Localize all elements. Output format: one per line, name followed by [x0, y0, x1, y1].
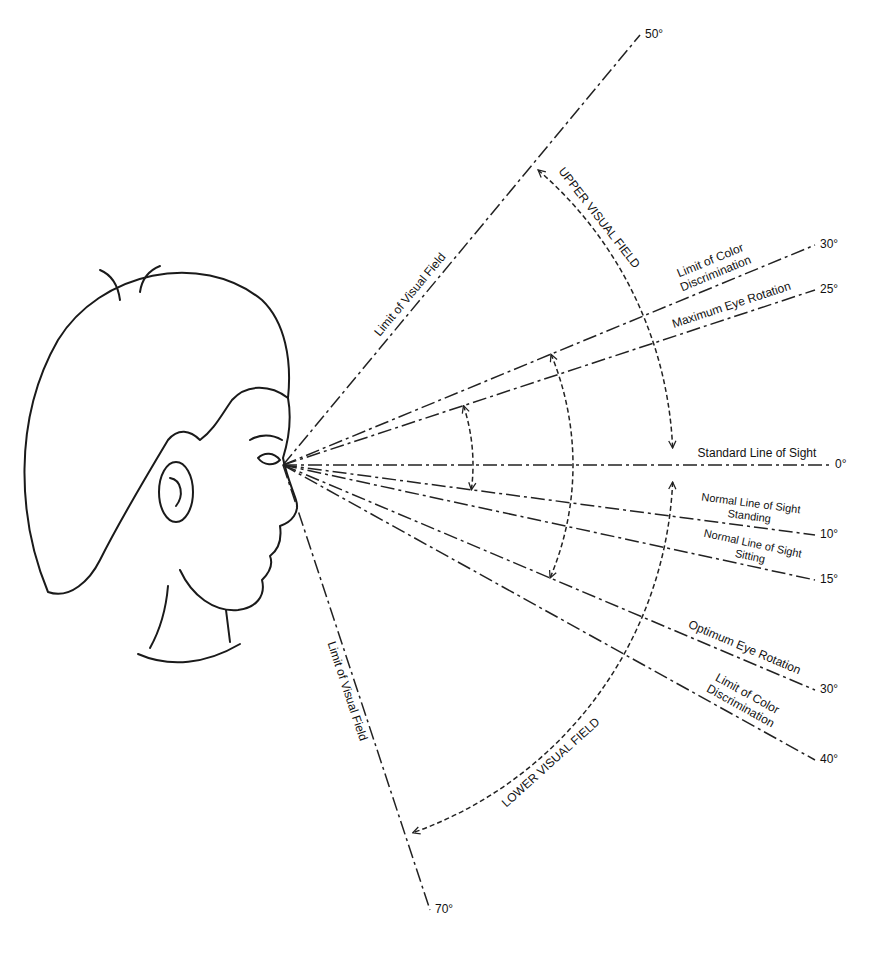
angle-label: 30° [820, 238, 838, 252]
sight-line [283, 35, 640, 465]
range-arc [463, 406, 473, 490]
angle-label: 0° [835, 458, 846, 472]
angle-label: 70° [435, 903, 453, 917]
neck [150, 586, 230, 648]
eye [250, 436, 282, 465]
angle-label: 50° [645, 28, 663, 42]
angle-label: 15° [820, 573, 838, 587]
face-profile [180, 398, 297, 610]
ear-detail [170, 478, 181, 506]
sight-line [283, 245, 815, 465]
collar [138, 644, 240, 662]
sight-line [283, 465, 815, 580]
line-label: Normal Line of Sight Sitting [690, 524, 813, 574]
sight-line [283, 465, 430, 910]
range-arc [550, 354, 573, 578]
line-label: Normal Line of Sight Standing [689, 489, 811, 530]
angle-label: 25° [820, 283, 838, 297]
line-label: Limit of Visual Field [372, 250, 449, 339]
ear [159, 462, 193, 522]
field-label: LOWER VISUAL FIELD [499, 715, 603, 810]
line-label: Limit of Visual Field [323, 639, 369, 742]
sight-line [283, 290, 815, 465]
sight-line [283, 464, 830, 466]
angle-label: 30° [820, 683, 838, 697]
angle-label: 40° [820, 753, 838, 767]
sight-line [283, 465, 815, 760]
hair-tuft [100, 266, 160, 300]
hair [24, 273, 289, 594]
line-label: Optimum Eye Rotation [686, 618, 803, 678]
angle-label: 10° [820, 528, 838, 542]
line-label: Standard Line of Sight [698, 447, 817, 461]
sight-line [283, 465, 815, 690]
field-label: UPPER VISUAL FIELD [555, 165, 642, 271]
range-arc [413, 482, 673, 833]
range-arc [538, 170, 673, 448]
sight-line [283, 465, 815, 535]
